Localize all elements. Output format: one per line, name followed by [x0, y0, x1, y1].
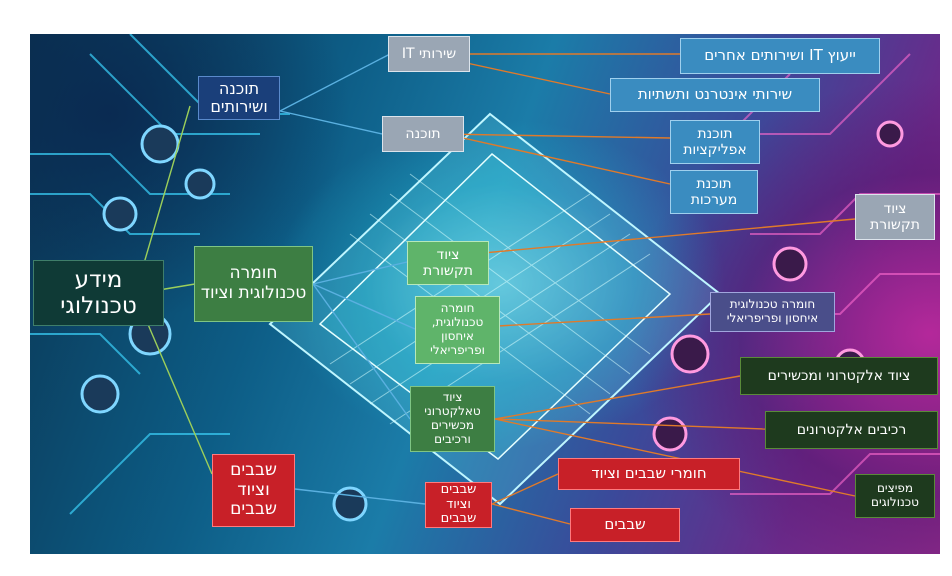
leaf-system-software[interactable]: תוכנת מערכות	[670, 170, 758, 214]
leaf-internet-services[interactable]: שירותי אינטרנט ותשתיות	[610, 78, 820, 112]
center-semiconductors[interactable]: שבבים וציוד שבבים	[425, 482, 492, 528]
leaf-tech-hardware[interactable]: חומרה טכנולוגית איחסון ופריפריאלי	[710, 292, 835, 332]
center-comm-equipment[interactable]: ציוד תקשורת	[407, 241, 489, 285]
root-node[interactable]: מידע טכנולוגי	[33, 260, 164, 326]
category-hardware-equipment[interactable]: חומרה טכנולוגית וציוד	[194, 246, 313, 322]
leaf-it-consulting[interactable]: ייעוץ IT ושירותים אחרים	[680, 38, 880, 74]
leaf-electronic-components[interactable]: רכיבים אלקטרונים	[765, 411, 938, 449]
center-tech-hardware[interactable]: חומרה טכנולוגית, איחסון ופריפריאלי	[415, 296, 500, 364]
category-software-services[interactable]: תוכנה ושירותים	[198, 76, 280, 120]
leaf-electronic-instruments[interactable]: ציוד אלקטרוני ומכשירים	[740, 357, 938, 395]
leaf-semiconductor-materials[interactable]: חומרי שבבים וציוד	[558, 458, 740, 490]
leaf-application-software[interactable]: תוכנת אפליקציות	[670, 120, 760, 164]
leaf-tech-distributors[interactable]: מפיצים טכנולוגים	[855, 474, 935, 518]
leaf-semiconductors[interactable]: שבבים	[570, 508, 680, 542]
category-semiconductors[interactable]: שבבים וציוד שבבים	[212, 454, 295, 527]
leaf-comm-equipment[interactable]: ציוד תקשורת	[855, 194, 935, 240]
center-it-services[interactable]: שירותי IT	[388, 36, 470, 72]
center-electronic-equipment[interactable]: ציוד טאלקטרוני מכשירים ורכיבים	[410, 386, 495, 452]
circuit-board-background: מידע טכנולוגי תוכנה ושירותים חומרה טכנול…	[30, 34, 940, 554]
center-software[interactable]: תוכנה	[382, 116, 464, 152]
